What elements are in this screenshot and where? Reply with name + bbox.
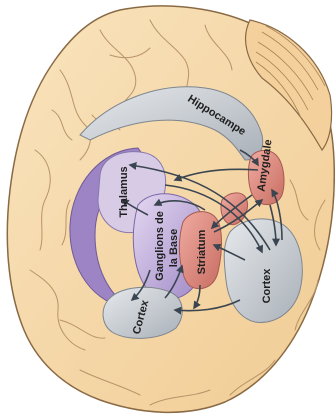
label-striatum: Striatum xyxy=(196,229,208,274)
label-thalamus: Thalamus xyxy=(118,166,130,217)
label-ganglions-line2: la Base xyxy=(168,229,180,268)
label-cortex-right: Cortex xyxy=(261,268,273,304)
label-ganglions-line1: Ganglions de xyxy=(154,211,166,281)
